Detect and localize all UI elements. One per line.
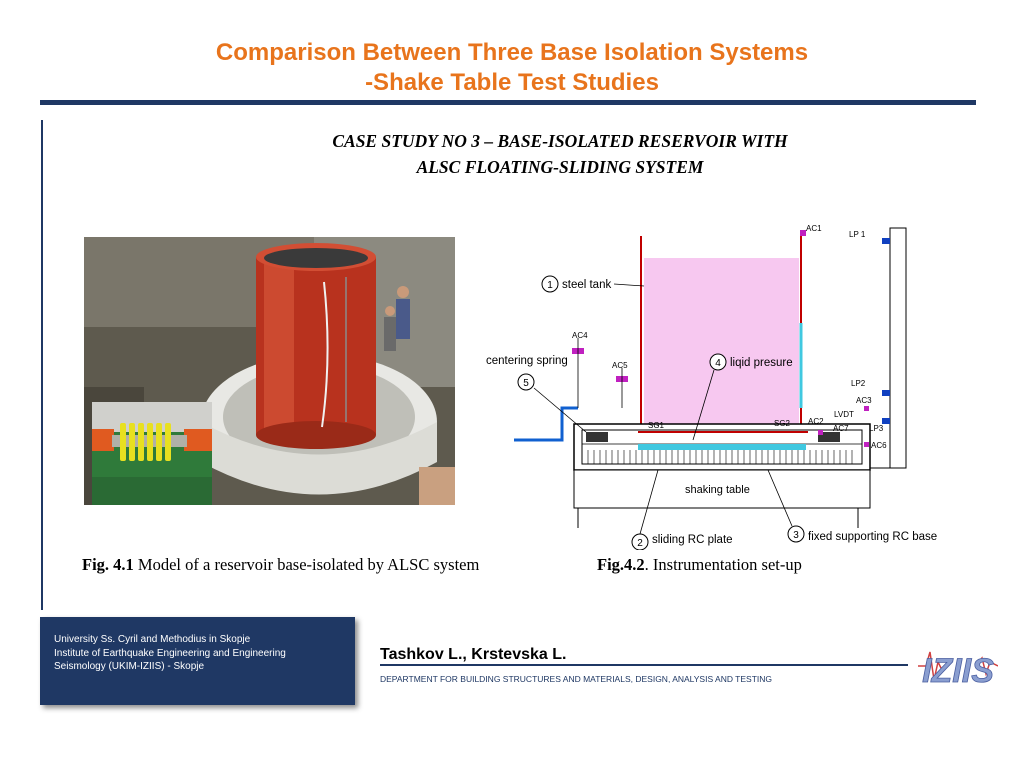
figure-4-2-text: . Instrumentation set-up bbox=[644, 555, 802, 574]
callout-4: 4 bbox=[715, 358, 721, 369]
label-steel-tank: steel tank bbox=[562, 279, 611, 291]
callout-1: 1 bbox=[547, 280, 553, 291]
iziis-logo-text: IZIIS bbox=[922, 652, 994, 690]
university-line-2: Institute of Earthquake Engineering and … bbox=[54, 647, 286, 659]
callout-2: 2 bbox=[637, 538, 643, 549]
figure-4-2-caption: Fig.4.2. Instrumentation set-up bbox=[597, 555, 802, 575]
photo-drawing bbox=[84, 237, 455, 505]
iziis-logo: IZIIS bbox=[918, 632, 999, 700]
reservoir-model-photo bbox=[84, 237, 455, 505]
label-centering-spring: centering spring bbox=[486, 355, 568, 367]
left-vertical-rule bbox=[41, 120, 43, 610]
case-study-heading: CASE STUDY NO 3 – BASE-ISOLATED RESERVOI… bbox=[250, 128, 870, 180]
label-fixed-base: fixed supporting RC base bbox=[808, 531, 937, 543]
authors-divider bbox=[380, 664, 908, 666]
sensor-lvdt: LVDT bbox=[834, 410, 854, 419]
case-study-line-2: ALSC FLOATING-SLIDING SYSTEM bbox=[416, 157, 704, 177]
figure-4-1-caption: Fig. 4.1 Model of a reservoir base-isola… bbox=[82, 555, 479, 575]
iziis-logo-icon: IZIIS bbox=[918, 652, 999, 690]
callout-5: 5 bbox=[523, 378, 529, 389]
authors: Tashkov L., Krstevska L. bbox=[380, 646, 567, 663]
figure-4-1-text: Model of a reservoir base-isolated by AL… bbox=[133, 555, 480, 574]
diagram-drawing: shaking table AC1 LP 1 AC4 AC5 LP2 AC3 L… bbox=[486, 224, 937, 551]
label-liquid-pressure: liqid presure bbox=[730, 357, 793, 369]
sensor-sg2: SG2 bbox=[774, 419, 791, 428]
sensor-ac2: AC2 bbox=[808, 417, 824, 426]
sensor-ac5: AC5 bbox=[612, 361, 628, 370]
sensor-ac3: AC3 bbox=[856, 396, 872, 405]
university-line-3: Seismology (UKIM-IZIIS) - Skopje bbox=[54, 661, 205, 672]
instrumentation-diagram: shaking table AC1 LP 1 AC4 AC5 LP2 AC3 L… bbox=[478, 218, 958, 551]
sensor-ac4: AC4 bbox=[572, 331, 588, 340]
title-line-1: Comparison Between Three Base Isolation … bbox=[215, 39, 809, 66]
sensor-lp2: LP2 bbox=[851, 379, 866, 388]
sensor-ac6: AC6 bbox=[871, 441, 887, 450]
sensor-ac1: AC1 bbox=[806, 224, 822, 233]
sensor-lp1: LP 1 bbox=[849, 230, 866, 239]
slide-title: Comparison Between Three Base Isolation … bbox=[0, 38, 1024, 98]
figure-4-1-label: Fig. 4.1 bbox=[82, 555, 134, 574]
label-shaking-table: shaking table bbox=[685, 484, 750, 496]
label-sliding-plate: sliding RC plate bbox=[652, 534, 733, 546]
figure-4-2-label: Fig.4.2 bbox=[597, 555, 645, 574]
callout-3: 3 bbox=[793, 530, 799, 541]
case-study-line-1: CASE STUDY NO 3 – BASE-ISOLATED RESERVOI… bbox=[332, 131, 788, 151]
title-divider bbox=[40, 100, 976, 105]
title-line-2: -Shake Table Test Studies bbox=[365, 69, 659, 96]
university-line-1: University Ss. Cyril and Methodius in Sk… bbox=[54, 634, 251, 645]
sensor-ac7: AC7 bbox=[833, 424, 849, 433]
department-name: DEPARTMENT FOR BUILDING STRUCTURES AND M… bbox=[380, 674, 773, 684]
sensor-sg1: SG1 bbox=[648, 421, 665, 430]
sensor-lp3: LP3 bbox=[869, 424, 884, 433]
university-info-box: University Ss. Cyril and Methodius in Sk… bbox=[40, 617, 355, 705]
